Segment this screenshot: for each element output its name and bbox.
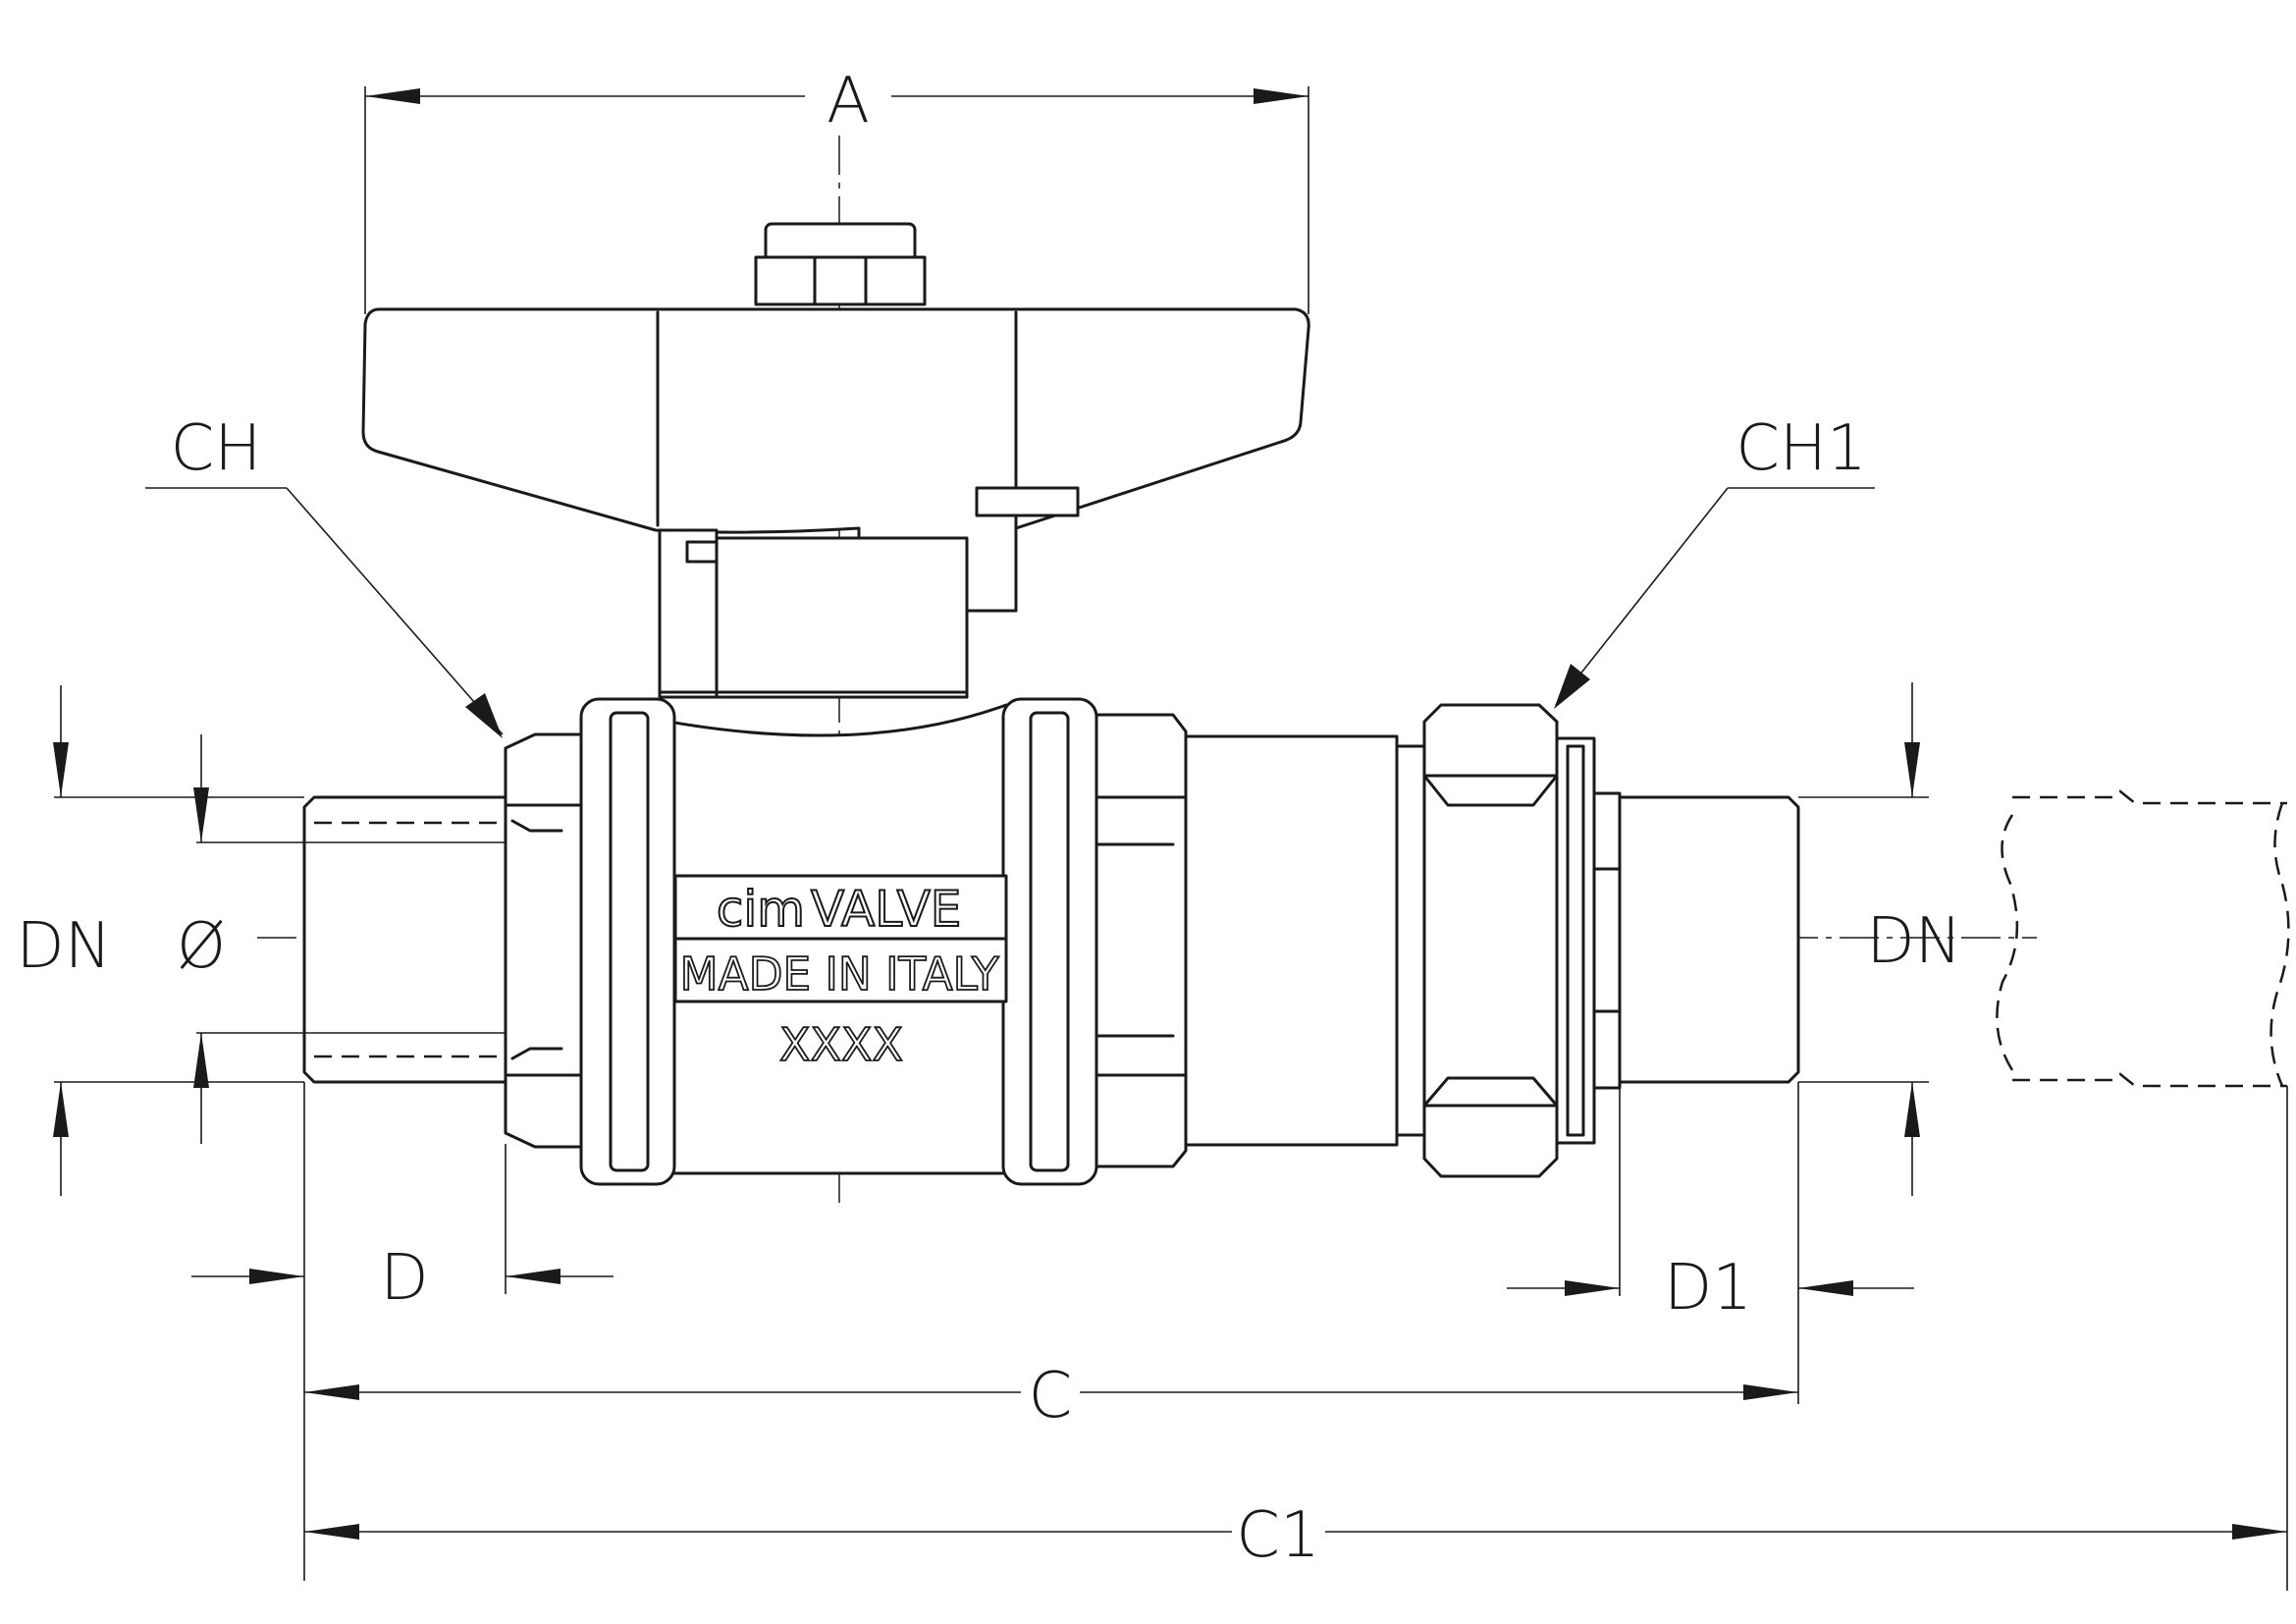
label-ch1: CH1 [1735,412,1867,485]
dimension-c1 [304,1086,2288,1591]
label-d: D [380,1242,428,1315]
label-dn-left: DN [16,910,111,983]
left-threaded-end [196,795,550,1084]
brand-suffix: VALVE [811,881,961,938]
code-marking: XXXX [779,1018,903,1071]
brand-prefix: cim [717,881,805,938]
label-c: C [1029,1360,1073,1433]
dimension-bore [193,734,209,1144]
label-a: A [827,65,870,137]
label-ch: CH [171,412,262,485]
butterfly-handle [361,222,1310,699]
label-dn-right: DN [1866,905,1961,978]
right-tail-piece [1592,791,1800,1090]
valve-body [579,697,1098,1186]
body-right-section [1095,713,1426,1168]
leader-ch1 [1554,487,1875,709]
dimension-d1 [1507,1082,1914,1404]
label-c1: C1 [1236,1499,1319,1572]
label-d1: D1 [1664,1252,1752,1325]
label-diameter: Ø [177,910,226,983]
origin-marking: MADE IN ITALY [680,947,1000,1001]
dimension-c [304,1384,1798,1400]
left-hex-ch [504,732,591,1149]
dimension-a [364,86,1309,314]
dimension-dn-right [1798,682,1929,1196]
dimension-dn-left [53,685,304,1196]
union-nut-ch1 [1422,703,1596,1178]
dimension-d [191,1082,614,1581]
connected-pipe-hidden [1996,789,2290,1088]
leader-ch [145,487,504,738]
